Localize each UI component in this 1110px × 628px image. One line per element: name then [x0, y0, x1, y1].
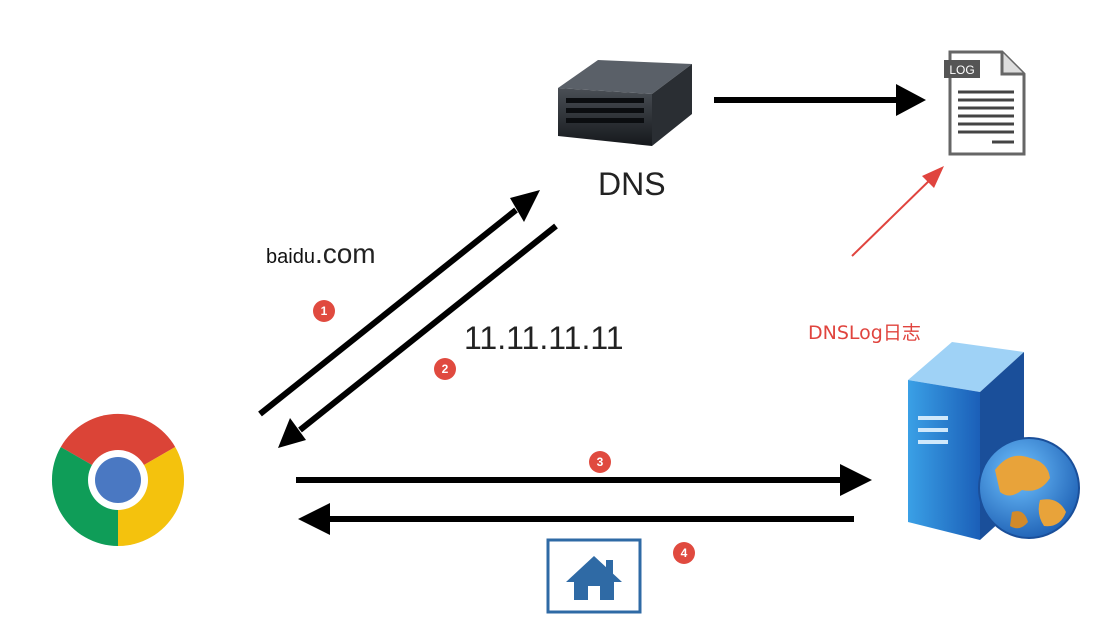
chrome-browser-icon: [51, 413, 185, 546]
query-arrow: [258, 190, 540, 417]
resolved-ip-label: 11.11.11.11: [464, 320, 624, 356]
dnslog-label: DNSLog日志: [808, 322, 921, 344]
page-response-arrow: [298, 503, 854, 535]
dns-server-icon: [558, 60, 692, 146]
web-server-icon: [908, 342, 1080, 540]
step-badge-1: 1: [313, 300, 335, 322]
step-badge-4: 4: [673, 542, 695, 564]
dns-label: DNS: [598, 166, 666, 202]
response-arrow: [278, 223, 558, 448]
request-arrow: [296, 464, 872, 496]
domain-label: baidu.com: [266, 238, 376, 270]
step-badge-3: 3: [589, 451, 611, 473]
step-badge-2: 2: [434, 358, 456, 380]
domain-prefix: baidu: [266, 246, 315, 268]
domain-suffix: .com: [314, 238, 376, 269]
dns-to-log-arrow: [714, 84, 926, 116]
dnslog-to-log-arrow: [851, 166, 944, 257]
home-page-icon: [546, 538, 642, 614]
log-tag-text: LOG: [949, 63, 974, 77]
log-file-icon: [944, 50, 1026, 156]
